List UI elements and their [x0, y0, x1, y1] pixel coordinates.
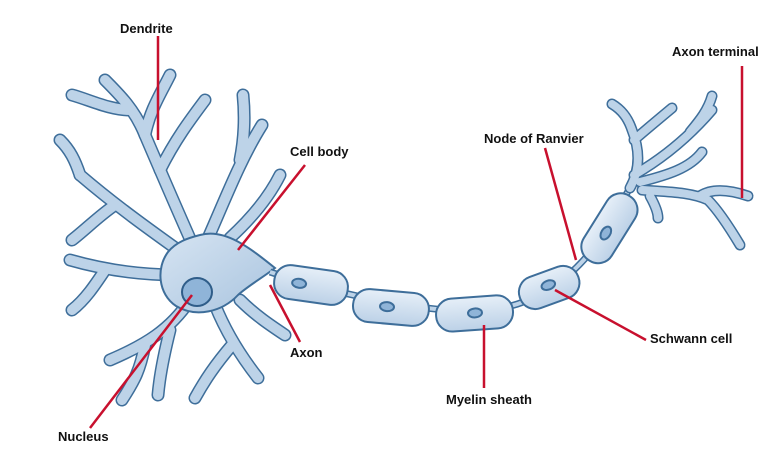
axon-pointer	[268, 284, 302, 343]
dendrite-label: Dendrite	[120, 21, 173, 36]
nucleus-label: Nucleus	[58, 429, 109, 444]
schwann-cell-label: Schwann cell	[650, 331, 732, 346]
pointer-lines	[89, 36, 744, 429]
node-of-ranvier-pointer	[543, 147, 578, 261]
cell-body-pointer	[237, 164, 306, 251]
myelin-sheath-label: Myelin sheath	[446, 392, 532, 407]
nucleus-pointer	[89, 294, 193, 429]
cell-body-shape	[159, 232, 277, 314]
axon-label: Axon	[290, 345, 323, 360]
myelin-sheaths	[273, 192, 639, 333]
cell-body-label: Cell body	[290, 144, 349, 159]
dendrites	[53, 68, 292, 407]
node-of-ranvier-label: Node of Ranvier	[484, 131, 584, 146]
axon-terminal-label: Axon terminal	[672, 44, 759, 59]
schwann-cell-pointer	[554, 288, 647, 342]
axon-terminals	[606, 90, 754, 251]
